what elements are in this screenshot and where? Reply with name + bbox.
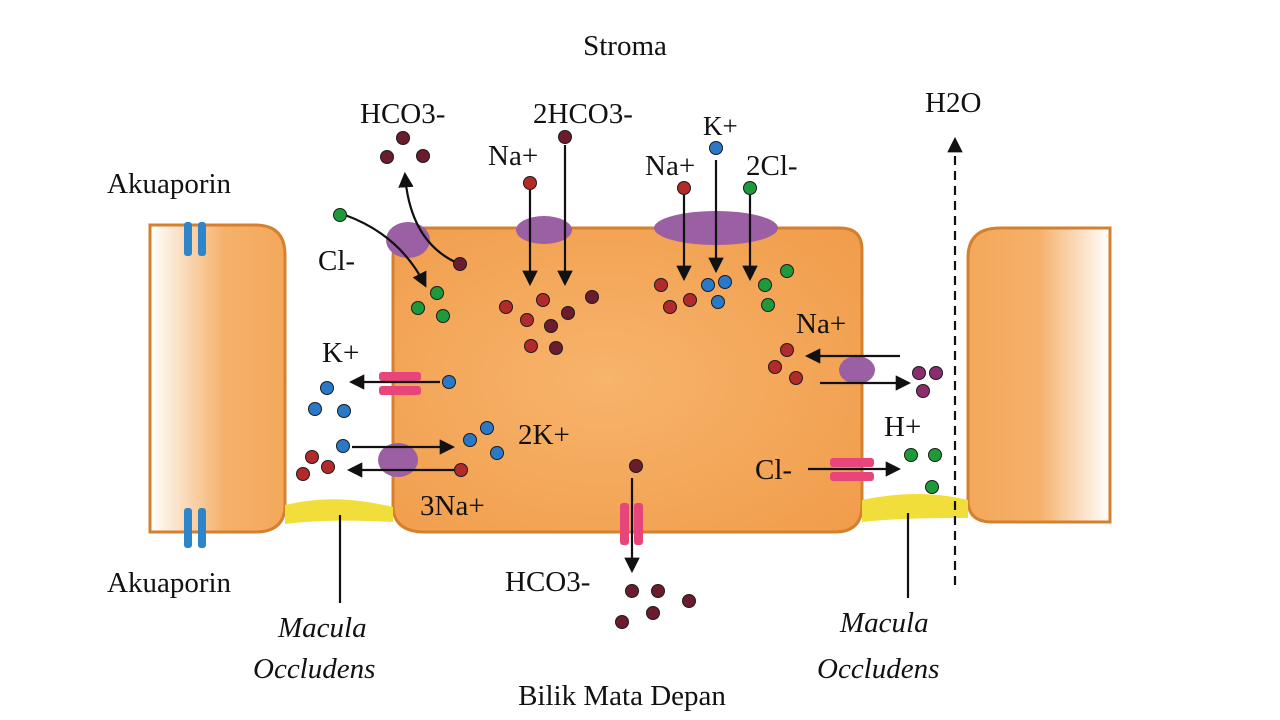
na-ion	[663, 300, 677, 314]
h-ion	[916, 384, 930, 398]
right-cell	[966, 226, 1112, 524]
na-ion	[524, 339, 538, 353]
na-ion	[789, 371, 803, 385]
akuaporin-top-label: Akuaporin	[107, 168, 232, 200]
na-ion	[780, 343, 794, 357]
na-ion	[677, 181, 691, 195]
cl-ion	[925, 480, 939, 494]
cl-right-label: Cl-	[755, 454, 792, 486]
hco3-ion	[544, 319, 558, 333]
k-ion	[718, 275, 732, 289]
k-ion	[490, 446, 504, 460]
k-ion	[320, 381, 334, 395]
left-cell	[148, 223, 287, 534]
region-bottom-label: Bilik Mata Depan	[518, 680, 726, 712]
na-ion	[520, 313, 534, 327]
h-ion	[929, 366, 943, 380]
na-ion	[454, 463, 468, 477]
junction-right	[862, 494, 968, 522]
macula-left-line2: Occludens	[253, 653, 375, 685]
cl-ion	[761, 298, 775, 312]
na-ion	[296, 467, 310, 481]
hco3-ion	[453, 257, 467, 271]
hco3-ion	[396, 131, 410, 145]
cl-ion	[904, 448, 918, 462]
k-left-label: K+	[322, 337, 359, 369]
cl-ion	[743, 181, 757, 195]
aquaporin-top	[184, 222, 206, 256]
na-ion	[523, 176, 537, 190]
hco3-ion	[615, 615, 629, 629]
na-ion	[768, 360, 782, 374]
cl-ion	[928, 448, 942, 462]
cl-ion	[333, 208, 347, 222]
na-right-label: Na+	[796, 308, 846, 340]
cl-ion	[758, 278, 772, 292]
k2-label: 2K+	[518, 419, 570, 451]
hco3-ion	[380, 150, 394, 164]
hco3-2-label: 2HCO3-	[533, 98, 633, 130]
hco3-top-label: HCO3-	[360, 98, 445, 130]
na-ion	[499, 300, 513, 314]
na-ion	[536, 293, 550, 307]
k-ion	[336, 439, 350, 453]
hco3-ion	[416, 149, 430, 163]
junction-left	[285, 499, 393, 524]
h2o-label: H2O	[925, 87, 981, 119]
cl-channel	[830, 458, 874, 481]
k-ion	[711, 295, 725, 309]
na3-label: 3Na+	[420, 490, 485, 522]
cl-ion	[430, 286, 444, 300]
na-top1-label: Na+	[488, 140, 538, 172]
akuaporin-bottom-label: Akuaporin	[107, 567, 232, 599]
cl2-label: 2Cl-	[746, 150, 798, 182]
na-top2-label: Na+	[645, 150, 695, 182]
na-ion	[305, 450, 319, 464]
macula-right-line1: Macula	[839, 607, 929, 639]
hco3-ion	[682, 594, 696, 608]
na-ion	[654, 278, 668, 292]
hco3-ion	[558, 130, 572, 144]
hco3-ion	[585, 290, 599, 304]
k-ion	[337, 404, 351, 418]
ions	[296, 130, 943, 629]
cl-left-label: Cl-	[318, 245, 355, 277]
cl-ion	[411, 301, 425, 315]
aquaporin-bottom	[184, 508, 206, 548]
k-ion	[701, 278, 715, 292]
region-top-label: Stroma	[583, 30, 667, 62]
na-ion	[683, 293, 697, 307]
k-ion	[463, 433, 477, 447]
na-ion	[321, 460, 335, 474]
transporter-na-k-atpase	[378, 443, 418, 477]
transporter-na-hco3	[516, 216, 572, 244]
transporter-cl-hco3	[386, 222, 430, 258]
hco3-ion	[561, 306, 575, 320]
k-ion	[442, 375, 456, 389]
macula-left-line1: Macula	[277, 612, 367, 644]
macula-right-line2: Occludens	[817, 653, 939, 685]
k-ion	[709, 141, 723, 155]
k-ion	[480, 421, 494, 435]
hco3-ion	[651, 584, 665, 598]
cl-ion	[780, 264, 794, 278]
k-top-label: K+	[703, 111, 738, 141]
k-ion	[308, 402, 322, 416]
k-channel	[379, 372, 421, 395]
cl-ion	[436, 309, 450, 323]
hco3-ion	[625, 584, 639, 598]
hco3-bottom-label: HCO3-	[505, 566, 590, 598]
hco3-ion	[646, 606, 660, 620]
transporter-na-h	[839, 356, 875, 384]
hco3-ion	[549, 341, 563, 355]
h-right-label: H+	[884, 411, 921, 443]
arrows	[338, 136, 963, 603]
h-ion	[912, 366, 926, 380]
hco3-ion	[629, 459, 643, 473]
hco3-channel	[620, 503, 643, 545]
